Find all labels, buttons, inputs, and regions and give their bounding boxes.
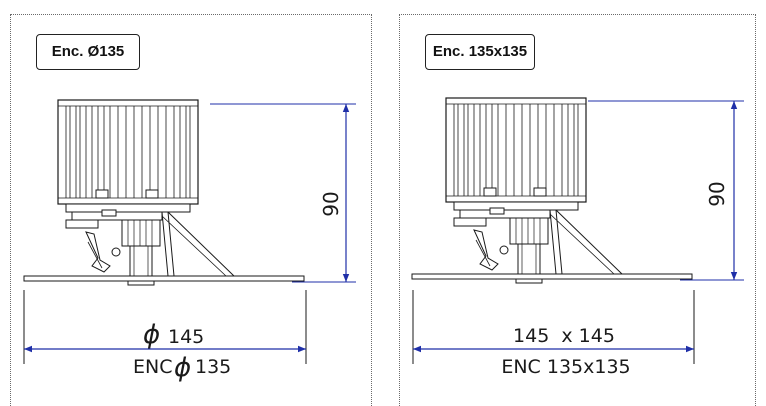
right-enc-text: ENC 135x135 xyxy=(501,356,630,378)
left-height-value: 90 xyxy=(319,191,343,216)
left-width-symbol: ϕ xyxy=(143,320,160,350)
right-drawing-panel xyxy=(399,14,756,406)
left-drawing-panel xyxy=(10,14,372,406)
right-width-value: 145 x 145 xyxy=(513,325,615,347)
left-enc-value: 135 xyxy=(195,356,231,378)
right-enclosure-label: Enc. 135x135 xyxy=(425,34,535,70)
right-height-dimension: 90 xyxy=(588,100,744,281)
left-enclosure-label: Enc. Ø135 xyxy=(36,34,140,70)
left-width-dimension: ϕ 145 ENC ϕ 135 xyxy=(23,290,307,383)
left-fixture-drawing xyxy=(23,99,305,286)
left-enc-prefix: ENC xyxy=(133,356,172,378)
left-height-dimension: 90 xyxy=(210,103,356,283)
right-height-value: 90 xyxy=(705,181,729,206)
left-enc-symbol: ϕ xyxy=(174,353,191,383)
left-width-value: 145 xyxy=(168,326,204,348)
right-width-dimension: 145 x 145 ENC 135x135 xyxy=(412,290,695,378)
right-fixture-drawing xyxy=(411,97,693,284)
